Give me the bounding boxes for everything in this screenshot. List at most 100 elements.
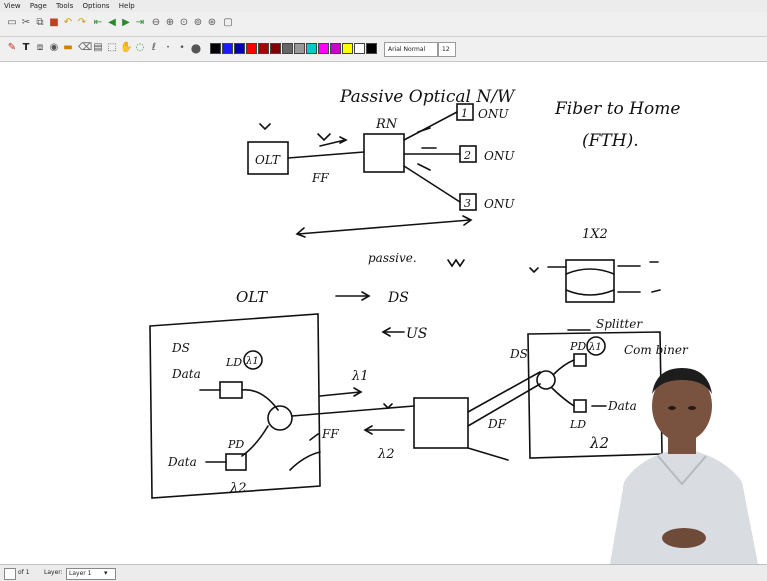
color-swatch[interactable] xyxy=(294,43,305,54)
eraser-icon[interactable]: ⌫ xyxy=(78,42,90,54)
prev-page-icon[interactable]: ◀ xyxy=(106,17,118,29)
redo-icon[interactable]: ↷ xyxy=(76,17,88,29)
fiber-onu3 xyxy=(404,166,460,202)
lambda2-label-olt: λ2 xyxy=(229,481,247,496)
next-page-icon[interactable]: ▶ xyxy=(120,17,132,29)
highlighter-icon[interactable]: ▬ xyxy=(62,42,74,54)
fiber-onu1 xyxy=(404,112,457,140)
chevron-down-icon[interactable]: ▾ xyxy=(104,568,108,578)
pen-icon[interactable]: ✎ xyxy=(6,42,18,54)
rn-box-2 xyxy=(414,398,468,448)
pd-label-onu: PD xyxy=(569,340,586,353)
color-swatch[interactable] xyxy=(246,43,257,54)
font-size-field[interactable]: 12 xyxy=(438,42,456,57)
menu-help[interactable]: Help xyxy=(119,2,135,10)
shape-tool-icon[interactable]: ◉ xyxy=(48,42,60,54)
pd-box-onu xyxy=(574,354,586,366)
fiber-branch xyxy=(468,448,508,460)
arrow-line xyxy=(418,128,436,170)
lasso-icon[interactable]: ◌ xyxy=(134,42,146,54)
ds-label: DS xyxy=(171,341,190,355)
feeder-fiber xyxy=(288,152,364,158)
menu-page[interactable]: Page xyxy=(30,2,47,10)
zoom-out-icon[interactable]: ⊖ xyxy=(150,17,162,29)
thin-pen-icon[interactable]: • xyxy=(162,42,174,54)
color-swatch[interactable] xyxy=(282,43,293,54)
data-label-tx: Data xyxy=(171,367,201,381)
onu3-label: ONU xyxy=(484,197,515,211)
color-swatch[interactable] xyxy=(318,43,329,54)
onu2-label: ONU xyxy=(484,149,515,163)
presenter-video xyxy=(600,360,767,564)
splitter-size-label: 1X2 xyxy=(582,227,608,242)
cut-icon[interactable]: ✂ xyxy=(20,17,32,29)
image-tool-icon[interactable]: ⧈ xyxy=(34,42,46,54)
arrow-line xyxy=(290,452,320,470)
onu1-number: 1 xyxy=(461,107,468,120)
menu-view[interactable]: View xyxy=(4,2,21,10)
pd-box xyxy=(226,454,246,470)
splitter-curves xyxy=(566,269,614,295)
arrow-line xyxy=(310,434,318,440)
onu2-number: 2 xyxy=(463,149,471,162)
ld-label-onu: LD xyxy=(569,418,586,431)
whiteboard-canvas[interactable]: Passive Optical N/W Fiber to Home (FTH).… xyxy=(0,62,767,564)
color-swatch[interactable] xyxy=(354,43,365,54)
color-swatch[interactable] xyxy=(222,43,233,54)
select-rect-icon[interactable]: ⬚ xyxy=(106,42,118,54)
color-swatch[interactable] xyxy=(342,43,353,54)
data-label-rx: Data xyxy=(167,455,197,469)
layer-select[interactable]: Layer 1 xyxy=(66,568,116,580)
last-page-icon[interactable]: ⇥ xyxy=(134,17,146,29)
copy-icon[interactable]: ⧉ xyxy=(34,17,46,29)
title-text: Passive Optical N/W xyxy=(339,87,516,107)
vertical-space-icon[interactable]: ℓ xyxy=(148,42,160,54)
new-page-icon[interactable]: ▭ xyxy=(6,17,18,29)
text-tool-icon[interactable]: T xyxy=(20,42,32,54)
page-count-text: of 1 xyxy=(18,568,30,578)
color-swatch[interactable] xyxy=(330,43,341,54)
thick-pen-icon[interactable]: ● xyxy=(190,42,202,54)
fth-text: (FTH). xyxy=(582,131,639,151)
page-number-field[interactable] xyxy=(4,568,16,580)
ds-label-onu: DS xyxy=(509,347,528,361)
color-swatch[interactable] xyxy=(270,43,281,54)
font-name-field[interactable]: Arial Normal xyxy=(384,42,438,57)
undo-icon[interactable]: ↶ xyxy=(62,17,74,29)
pen-toolbar: ✎ T ⧈ ◉ ▬ ⌫ ▤ ⬚ ✋ ◌ ℓ • • ● Arial Normal… xyxy=(0,37,767,62)
tick-mark xyxy=(530,268,538,272)
ruler-icon[interactable]: ▤ xyxy=(92,42,104,54)
medium-pen-icon[interactable]: • xyxy=(176,42,188,54)
tick-mark xyxy=(260,124,270,129)
color-swatch[interactable] xyxy=(258,43,269,54)
tick-mark xyxy=(448,260,464,266)
lambda1-label-onu: λ1 xyxy=(588,342,602,353)
paste-icon[interactable]: ■ xyxy=(48,17,60,29)
fiber-line xyxy=(242,426,268,456)
color-swatch[interactable] xyxy=(234,43,245,54)
color-swatch[interactable] xyxy=(366,43,377,54)
zoom-in-icon[interactable]: ⊕ xyxy=(164,17,176,29)
double-arrow-line xyxy=(298,220,470,234)
hand-tool-icon[interactable]: ✋ xyxy=(120,42,132,54)
fiber-to-home-text: Fiber to Home xyxy=(554,99,680,119)
fiber-line xyxy=(242,390,278,410)
combiner-label: Com biner xyxy=(624,343,689,357)
lambda1-label-line: λ1 xyxy=(351,369,369,384)
zoom-height-icon[interactable]: ⊛ xyxy=(206,17,218,29)
rn-label: RN xyxy=(375,117,398,132)
zoom-fit-icon[interactable]: ⊙ xyxy=(178,17,190,29)
color-swatch[interactable] xyxy=(210,43,221,54)
menu-tools[interactable]: Tools xyxy=(56,2,73,10)
first-page-icon[interactable]: ⇤ xyxy=(92,17,104,29)
fullscreen-icon[interactable]: ▢ xyxy=(222,17,234,29)
ds-arrow-label: DS xyxy=(387,290,409,306)
arrow-line xyxy=(650,262,660,292)
zoom-width-icon[interactable]: ⊚ xyxy=(192,17,204,29)
pd-label: PD xyxy=(227,438,244,451)
color-swatch[interactable] xyxy=(306,43,317,54)
ff-label-2: FF xyxy=(321,427,339,441)
us-arrow-label: US xyxy=(406,326,427,342)
main-fiber xyxy=(292,406,414,416)
menu-options[interactable]: Options xyxy=(83,2,110,10)
